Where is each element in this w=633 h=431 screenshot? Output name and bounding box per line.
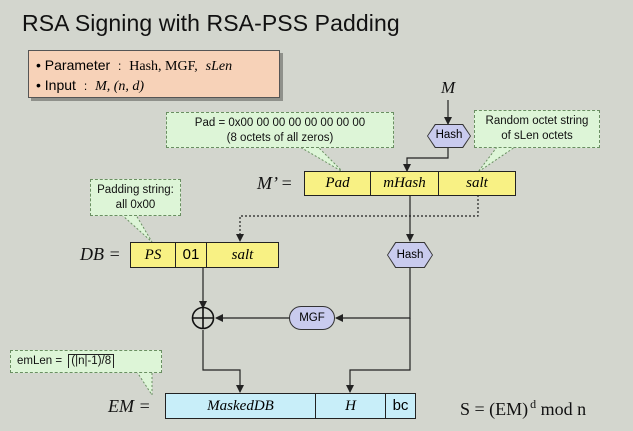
pad-callout-line1: Pad = 0x00 00 00 00 00 00 00 00	[194, 117, 366, 129]
hash-top-op: Hash	[428, 125, 470, 147]
parameter-row: • Parameter : Hash, MGF, sLen	[36, 56, 279, 76]
mprime-pad-cell: Pad	[304, 171, 371, 196]
pad-callout-line2: (8 octets of all zeros)	[226, 132, 334, 144]
random-callout: Random octet string of sLen octets	[474, 110, 600, 148]
padding-callout: Padding string: all 0x00	[90, 179, 181, 216]
mprime-mhash-cell: mHash	[370, 171, 439, 196]
input-sep: :	[83, 79, 88, 93]
bullet: •	[36, 57, 41, 73]
em-bc-cell: bc	[385, 393, 416, 419]
message-label: M	[441, 78, 456, 97]
input-row: • Input : M, (n, d)	[36, 76, 279, 96]
padding-callout-line2: all 0x00	[115, 199, 156, 211]
parameter-slen: sLen	[205, 59, 233, 74]
input-key: Input	[44, 77, 76, 93]
padding-callout-line1: Padding string:	[97, 184, 174, 196]
random-callout-line2: of sLen octets	[501, 130, 573, 142]
formula-prefix: S = (EM)	[460, 399, 529, 419]
pad-callout: Pad = 0x00 00 00 00 00 00 00 00 (8 octet…	[166, 112, 394, 148]
pad-callout-tail	[298, 146, 344, 173]
formula-exponent: d	[530, 397, 537, 411]
emlen-callout-tail	[136, 371, 153, 397]
em-label: EM =	[108, 396, 151, 416]
hash-mid-op: Hash	[388, 243, 432, 267]
mprime-salt-cell: salt	[438, 171, 516, 196]
db-01-cell: 01	[175, 242, 207, 268]
page-title: RSA Signing with RSA-PSS Padding	[22, 10, 400, 36]
mgf-op: MGF	[289, 306, 335, 330]
random-callout-tail	[477, 146, 517, 173]
db-ps-cell: PS	[130, 242, 176, 268]
parameter-key: Parameter	[44, 57, 111, 73]
em-h-cell: H	[315, 393, 386, 419]
formula-suffix: mod n	[536, 399, 587, 419]
parameter-box: • Parameter : Hash, MGF, sLen • Input : …	[28, 50, 280, 98]
em-maskeddb-cell: MaskedDB	[165, 393, 316, 419]
arrow-hash-to-h	[346, 318, 411, 393]
dotted-salt-link	[236, 195, 479, 242]
parameter-sep: :	[118, 59, 122, 73]
mprime-label: M’ =	[257, 173, 293, 193]
signature-formula: S = (EM)d mod n	[460, 397, 586, 420]
arrow-xor-to-maskeddb	[202, 330, 244, 393]
random-callout-line1: Random octet string	[485, 115, 589, 127]
db-label: DB =	[80, 244, 121, 264]
padding-callout-tail	[120, 214, 153, 243]
input-value: M, (n, d)	[95, 79, 145, 94]
emlen-value: (|n|-1)/8	[71, 355, 112, 367]
arrow-hash-to-mgf	[335, 266, 411, 322]
emlen-prefix: emLen =	[17, 355, 63, 367]
bullet: •	[36, 77, 41, 93]
emlen-ceiling: (|n|-1)/8	[68, 354, 115, 368]
emlen-callout: emLen = (|n|-1)/8	[10, 350, 162, 373]
parameter-value: Hash, MGF,	[129, 59, 198, 74]
db-salt-cell: salt	[206, 242, 279, 268]
arrow-hash-to-mhash	[403, 146, 449, 172]
